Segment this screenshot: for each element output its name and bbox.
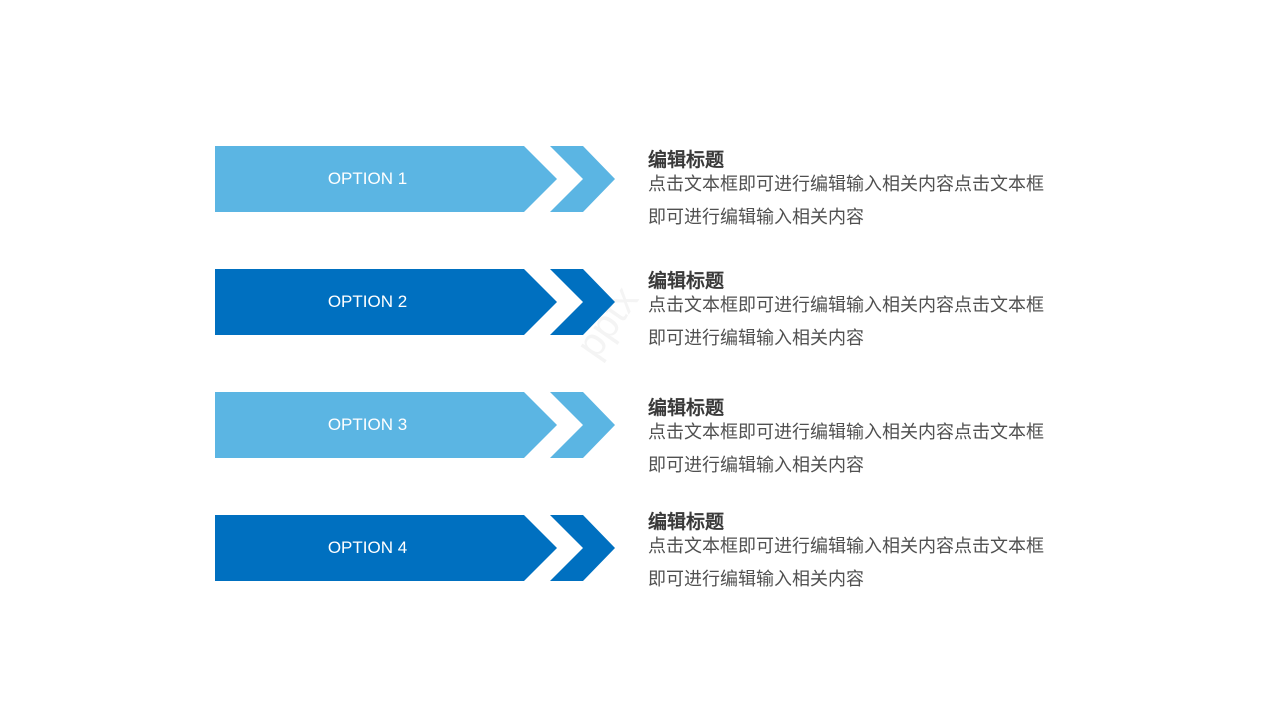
- description-title: 编辑标题: [648, 149, 725, 171]
- chevron-arrow-icon: [215, 146, 615, 212]
- option-arrow-1: OPTION 1: [215, 146, 615, 212]
- option-arrow-2: OPTION 2: [215, 269, 615, 335]
- chevron-arrow-icon: [215, 515, 615, 581]
- description-body: 点击文本框即可进行编辑输入相关内容点击文本框即可进行编辑输入相关内容: [648, 174, 1044, 228]
- option-label: OPTION 4: [327, 538, 408, 557]
- option-label: OPTION 1: [327, 169, 408, 188]
- option-label: OPTION 2: [327, 292, 408, 311]
- description-body: 点击文本框即可进行编辑输入相关内容点击文本框即可进行编辑输入相关内容: [648, 422, 1044, 476]
- description-body: 点击文本框即可进行编辑输入相关内容点击文本框即可进行编辑输入相关内容: [648, 536, 1044, 590]
- description-title: 编辑标题: [648, 270, 725, 292]
- option-arrow-4: OPTION 4: [215, 515, 615, 581]
- option-arrow-3: OPTION 3: [215, 392, 615, 458]
- option-label: OPTION 3: [327, 415, 408, 434]
- chevron-arrow-icon: [215, 269, 615, 335]
- description-title: 编辑标题: [648, 397, 725, 419]
- description-title: 编辑标题: [648, 511, 725, 533]
- chevron-arrow-icon: [215, 392, 615, 458]
- description-body: 点击文本框即可进行编辑输入相关内容点击文本框即可进行编辑输入相关内容: [648, 295, 1044, 349]
